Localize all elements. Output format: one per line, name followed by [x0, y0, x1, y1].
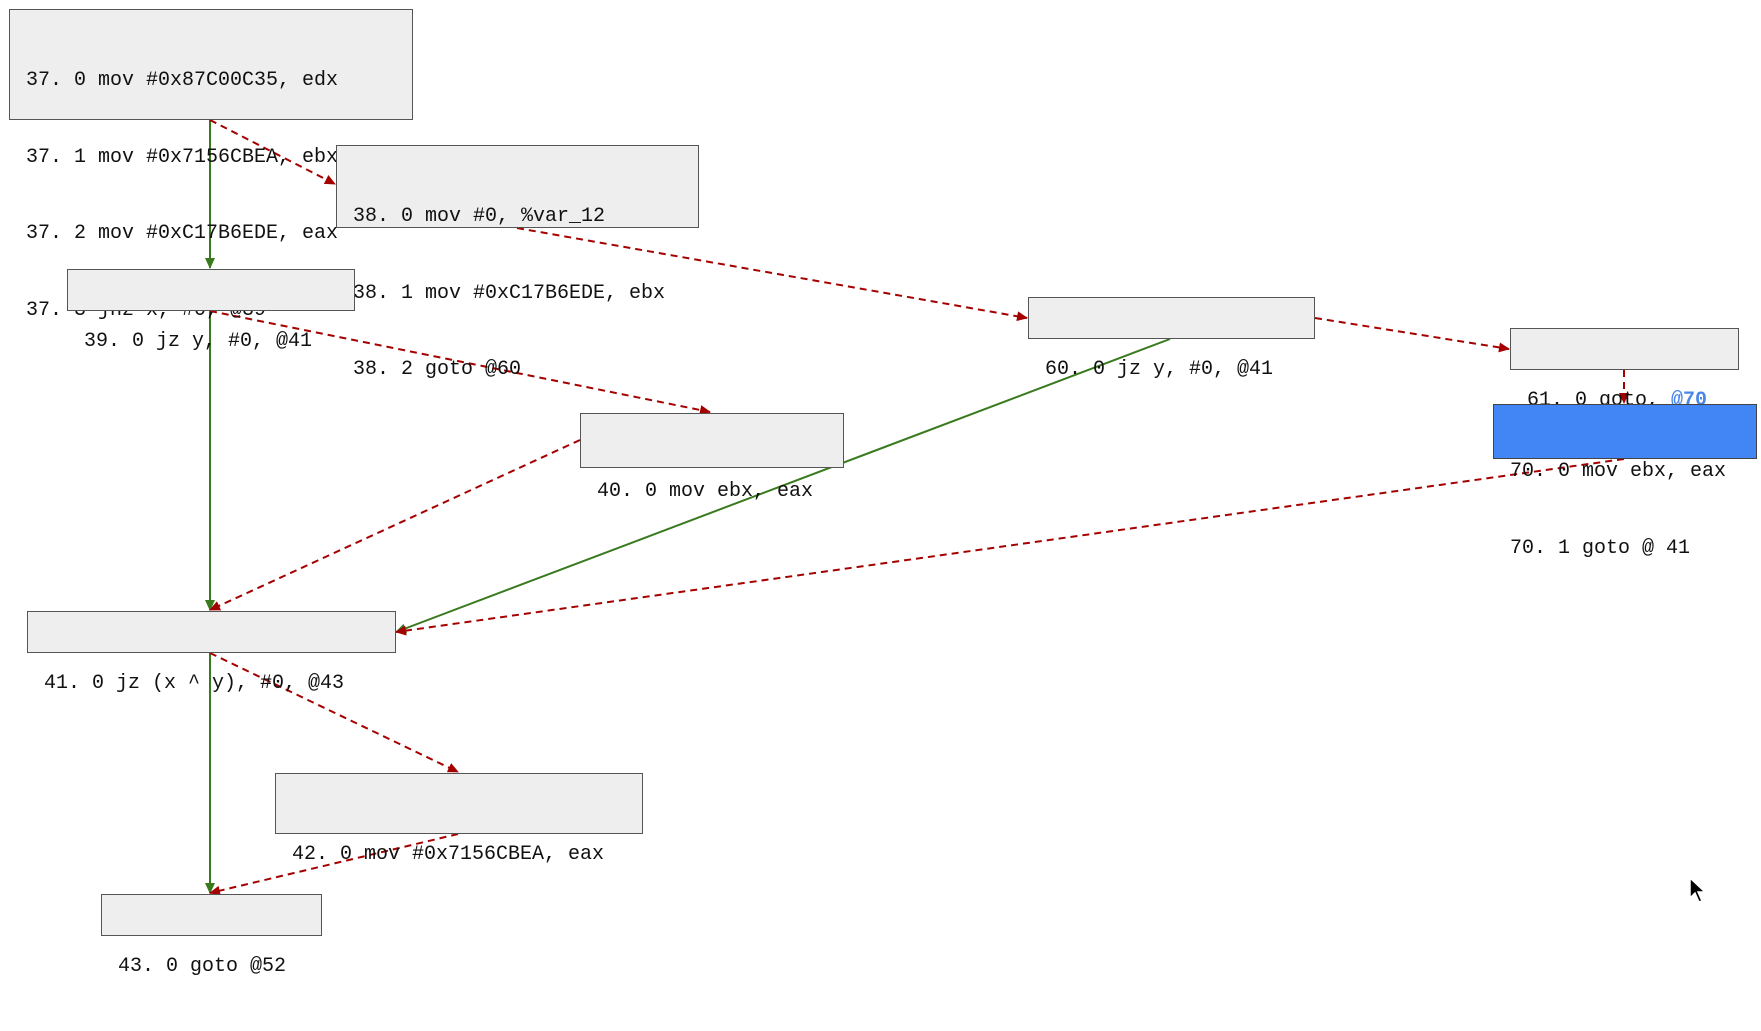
- mouse-cursor-icon: [1689, 876, 1707, 903]
- instruction-line: 40. 0 mov ebx, eax: [597, 480, 814, 503]
- edge-layer: [205, 119, 1629, 896]
- instruction-line: 38. 0 mov #0, %var_12: [353, 205, 606, 228]
- block-37[interactable]: 37. 0 mov #0x87C00C35, edx 37. 1 mov #0x…: [9, 9, 413, 322]
- block-43[interactable]: 43. 0 goto @52: [101, 894, 322, 978]
- block-38[interactable]: 38. 0 mov #0, %var_12 38. 1 mov #0xC17B6…: [336, 145, 699, 381]
- instruction-line: 38. 1 mov #0xC17B6EDE, ebx: [353, 281, 666, 305]
- instruction-line: 37. 2 mov #0xC17B6EDE, eax: [26, 222, 339, 245]
- edge-42-to-43: [209, 833, 459, 896]
- edge-39-to-40: [209, 310, 711, 415]
- edge-41-to-42: [209, 652, 459, 773]
- instruction-line: 38. 2 goto @60: [353, 358, 522, 381]
- edge-60-to-41: [395, 338, 1171, 634]
- instruction-line: 39. 0 jz y, #0, @41: [84, 330, 313, 353]
- block-70-selected[interactable]: 70. 0 mov ebx, eax 70. 1 goto @ 41: [1493, 404, 1757, 560]
- edge-70-to-41: [395, 458, 1625, 636]
- instruction-line: 60. 0 jz y, #0, @41: [1045, 358, 1274, 381]
- block-60[interactable]: 60. 0 jz y, #0, @41: [1028, 297, 1315, 381]
- block-40[interactable]: 40. 0 mov ebx, eax: [580, 413, 844, 503]
- control-flow-graph: 37. 0 mov #0x87C00C35, edx 37. 1 mov #0x…: [9, 9, 1757, 978]
- block-39[interactable]: 39. 0 jz y, #0, @41: [67, 269, 355, 353]
- block-61[interactable]: 61. 0 goto, @70: [1510, 328, 1739, 412]
- instruction-line: 70. 0 mov ebx, eax: [1510, 460, 1727, 483]
- instruction-line: 37. 1 mov #0x7156CBEA, ebx: [26, 145, 339, 169]
- instruction-line: 37. 0 mov #0x87C00C35, edx: [26, 69, 339, 92]
- block-42[interactable]: 42. 0 mov #0x7156CBEA, eax: [275, 773, 643, 866]
- edge-40-to-41: [209, 439, 581, 611]
- instruction-line: 41. 0 jz (x ^ y), #0, @43: [44, 672, 345, 695]
- instruction-line: 43. 0 goto @52: [118, 955, 287, 978]
- instruction-line: 42. 0 mov #0x7156CBEA, eax: [292, 843, 605, 866]
- instruction-line: 70. 1 goto @ 41: [1510, 536, 1691, 560]
- edge-60-to-61: [1314, 317, 1510, 353]
- block-41[interactable]: 41. 0 jz (x ^ y), #0, @43: [27, 611, 396, 695]
- edge-38-to-60: [516, 227, 1028, 322]
